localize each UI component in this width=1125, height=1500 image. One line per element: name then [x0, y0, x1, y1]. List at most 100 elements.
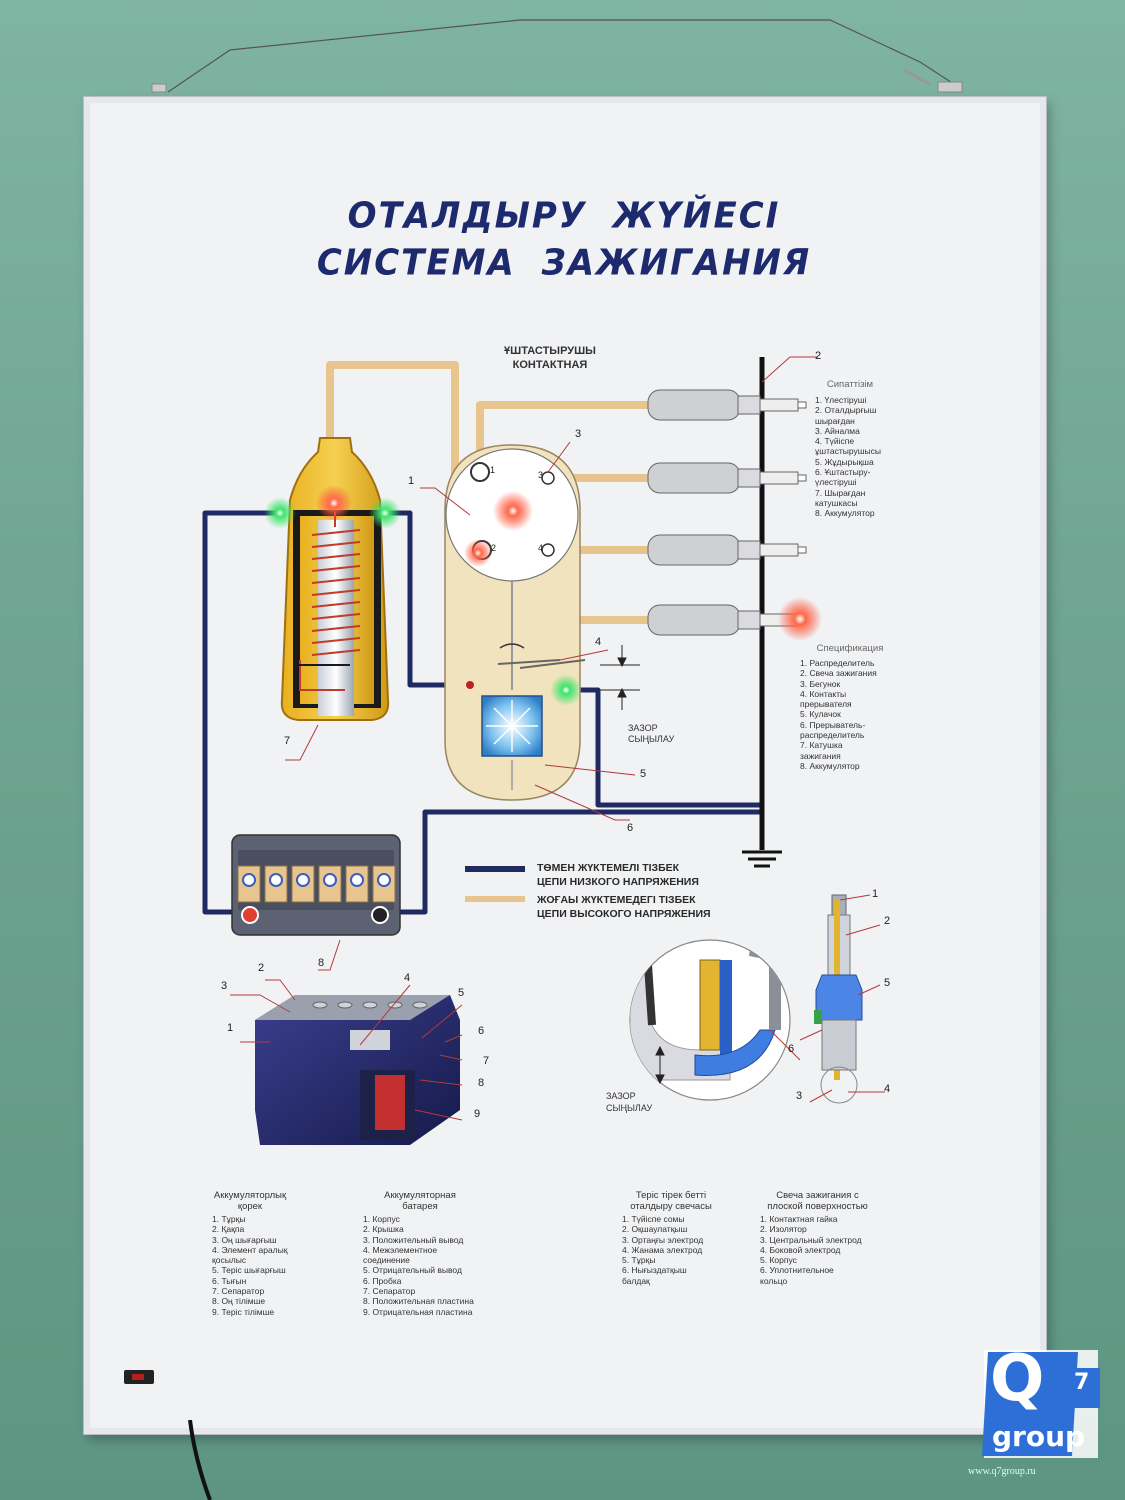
list-kz: 1. Үлестіруші 2. Отaлдырғыш шырағдан 3. … [815, 395, 925, 519]
bottom-list-2-item: 9. Отрицательная пластина [363, 1306, 473, 1317]
callout-3: 3 [575, 428, 582, 440]
bottom-list-2-item: 1. Корпус [363, 1214, 400, 1224]
gap-label-kz: ЗАЗОР [628, 723, 658, 733]
list-kz-item: 1. Үлестіруші [815, 395, 867, 405]
list-ru: 1. Распределитель 2. Свеча зажигания 3. … [800, 658, 915, 771]
spark-plug-2 [647, 462, 807, 494]
bottom-list-4: 1. Контактная гайка 2. Изолятор 3. Центр… [760, 1214, 900, 1286]
spark-plug-3 [647, 534, 807, 566]
distributor-housing [444, 444, 586, 801]
bottom-list-3-item: 1. Түйіспе сомы [622, 1214, 685, 1224]
bottom-list-2-item: 6. Пробка [363, 1275, 402, 1286]
q7-logo [982, 1350, 1100, 1458]
list-kz-item: 4. Түйіспе ұштастырушысы [815, 436, 882, 457]
callout-4: 4 [595, 636, 602, 648]
logo-digit: 7 [1074, 1370, 1090, 1395]
bottom-list-1-item: 5. Теріс шығарғыш [212, 1265, 286, 1276]
battery-callout-4: 4 [404, 972, 411, 984]
list-kz-title: Сипаттізім [826, 379, 874, 390]
legend-high-kz: ЖОҒАЫ ЖҮКТЕМЕДЕГІ ТІЗБЕК [537, 894, 696, 906]
battery-callout-8: 8 [478, 1077, 485, 1089]
bottom-list-1-item: 4. Элемент аралық қосылыс [212, 1244, 288, 1266]
plug-callout-6: 6 [788, 1043, 795, 1055]
power-cable [188, 1420, 212, 1500]
spark-plug-full [814, 894, 863, 1104]
plug-callout-2: 2 [884, 915, 891, 927]
callout-5: 5 [640, 768, 647, 780]
callout-7: 7 [284, 735, 291, 747]
ignition-coil [280, 437, 390, 721]
bottom-list-3-item: 4. Жанама электрод [622, 1244, 703, 1255]
list-kz-item: 5. Жұдырықша [815, 456, 874, 467]
list-ru-title: Спецификация [816, 643, 884, 654]
plug-callout-4: 4 [884, 1083, 891, 1095]
callout-leaders [285, 356, 818, 971]
terminal-2: 2 [491, 543, 497, 553]
list-kz-item: 2. Отaлдырғыш шырағдан [815, 405, 877, 426]
spark-plugs [647, 389, 807, 636]
bottom-list-4-item: 3. Центральный электрод [760, 1234, 862, 1245]
list-kz-item: 7. Шырағдан катушкасы [815, 487, 866, 508]
callout-8: 8 [318, 957, 325, 969]
bottom-list-2-item: 8. Положительная пластина [363, 1296, 474, 1307]
battery-callout-9: 9 [474, 1108, 481, 1120]
battery-block [231, 834, 401, 936]
list-ru-item: 6. Прерыватель- распределитель [800, 719, 866, 741]
indicator-leds [264, 485, 822, 706]
ignition-diagram [202, 356, 822, 971]
battery-callout-1: 1 [227, 1022, 234, 1034]
spark-plug-1 [647, 389, 807, 421]
bottom-list-1-item: 9. Теріс тілімше [212, 1306, 275, 1317]
bottom-list-3-item: 6. Нығыздатқыш балдақ [622, 1265, 687, 1286]
list-ru-item: 4. Контакты прерывателя [800, 688, 852, 710]
gap-indicator [600, 645, 640, 710]
callout-6: 6 [627, 822, 634, 834]
battery-cutaway [230, 979, 463, 1145]
bottom-list-3-title: Теріс тірек бетті оталдыру свечасы [630, 1190, 712, 1212]
bottom-list-4-title: Свеча зажигания с плоской поверхностью [767, 1190, 868, 1212]
list-kz-item: 8. Аккумулятор [815, 508, 875, 519]
bottom-list-3: 1. Түйіспе сомы 2. Оқшаулатқыш 3. Ортаңғ… [622, 1214, 742, 1286]
logo-word: group [992, 1420, 1086, 1453]
list-kz-item: 6. Ұштастыру- үлестіруші [815, 467, 871, 488]
bottom-list-4-item: 5. Корпус [760, 1255, 797, 1266]
gap-label-ru: СЫҢЫЛАУ [628, 734, 675, 744]
power-switch-indicator [132, 1374, 144, 1380]
bottom-list-4-item: 1. Контактная гайка [760, 1214, 838, 1224]
callout-1: 1 [408, 475, 415, 487]
list-ru-item: 1. Распределитель [800, 658, 875, 668]
list-ru-item: 7. Катушка зажигания [800, 740, 843, 761]
list-ru-item: 2. Свеча зажигания [800, 668, 877, 679]
bottom-list-2-title: Аккумуляторная батарея [384, 1190, 456, 1212]
list-ru-item: 5. Кулачок [800, 709, 841, 720]
plug-callout-5: 5 [884, 977, 891, 989]
bottom-list-1: 1. Тұрқы 2. Қақпа 3. Оң шығарғыш 4. Элем… [212, 1214, 332, 1317]
bottom-list-4-item: 4. Боковой электрод [760, 1244, 841, 1255]
plug-callout-1: 1 [872, 888, 879, 900]
battery-callout-7: 7 [483, 1055, 490, 1067]
battery-callout-2: 2 [258, 962, 265, 974]
bottom-list-4-item: 6. Уплотнительное кольцо [760, 1265, 834, 1286]
terminal-4: 4 [538, 543, 544, 553]
spark-plug-detail [629, 894, 885, 1104]
bottom-list-1-item: 1. Тұрқы [212, 1214, 246, 1224]
logo-letter: Q [990, 1342, 1045, 1416]
bottom-list-1-item: 2. Қақпа [212, 1224, 245, 1235]
bottom-list-4-item: 2. Изолятор [760, 1224, 807, 1235]
contact-label-ru: КОНТАКТНАЯ [512, 359, 588, 371]
callout-2: 2 [815, 350, 822, 362]
power-switch[interactable] [124, 1370, 154, 1384]
bottom-list-2-item: 3. Положительный вывод [363, 1234, 464, 1245]
plug-gap-label-kz: ЗАЗОР [606, 1091, 636, 1101]
hanging-wire [151, 19, 963, 93]
site-url: www.q7group.ru [968, 1466, 1036, 1477]
bottom-list-2: 1. Корпус 2. Крышка 3. Положительный выв… [363, 1214, 503, 1317]
bottom-list-2-item: 7. Сепаратор [363, 1286, 416, 1297]
ground-bus [742, 357, 782, 868]
legend-high-ru: ЦЕПИ ВЫСОКОГО НАПРЯЖЕНИЯ [537, 908, 711, 920]
plug-gap-label-ru: СЫҢЫЛАУ [606, 1103, 653, 1113]
terminal-1: 1 [490, 465, 496, 475]
bottom-list-1-item: 8. Оң тілімше [212, 1296, 266, 1307]
bottom-list-2-item: 5. Отрицательный вывод [363, 1265, 462, 1276]
battery-callout-3: 3 [221, 980, 228, 992]
